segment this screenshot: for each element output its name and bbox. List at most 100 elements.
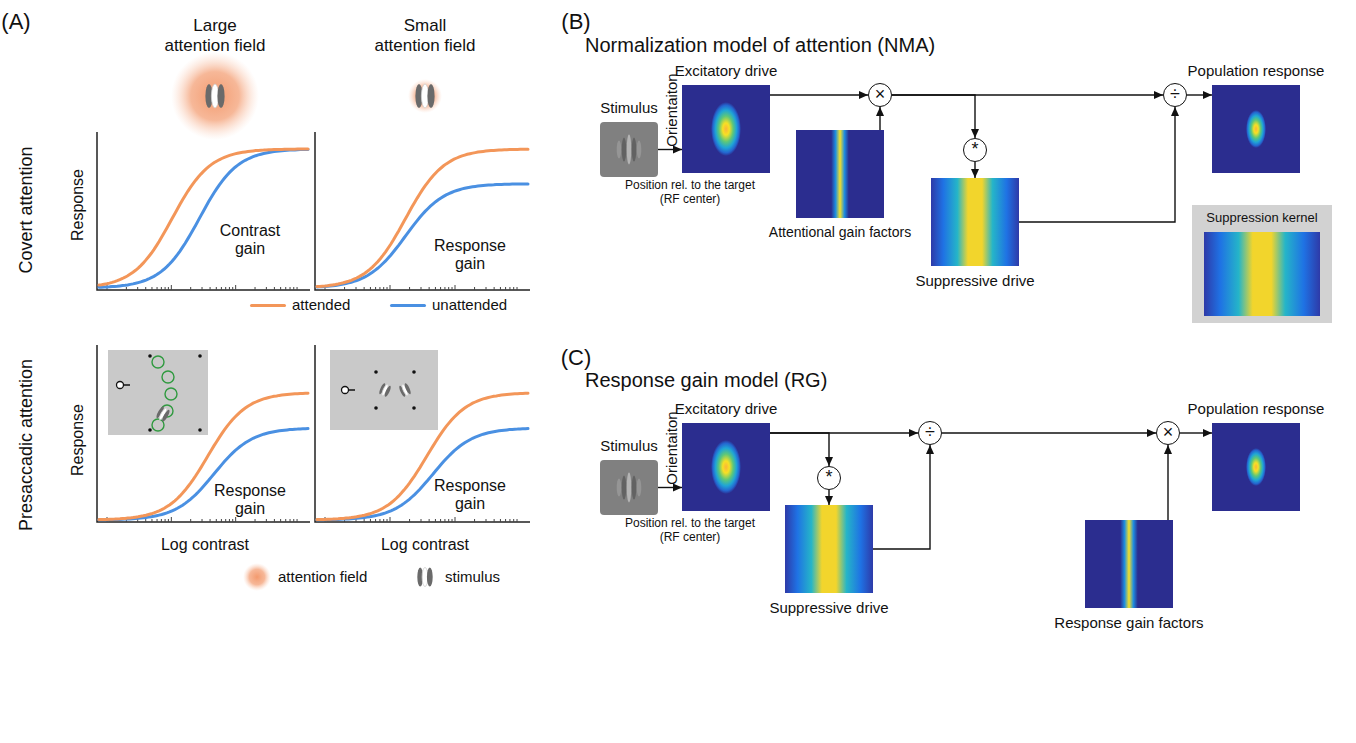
figure-label: Covert attention [16, 146, 37, 273]
axis-tick [285, 287, 286, 290]
axis-tick [293, 519, 294, 522]
axis-tick [387, 519, 388, 522]
inset-screen [330, 350, 438, 430]
axis-tick [157, 287, 158, 290]
panel-letter: (C) [561, 345, 592, 370]
axis-tick [505, 519, 506, 522]
axis-tick [383, 519, 384, 522]
axis-tick [421, 519, 422, 522]
operator-circle: * [817, 466, 841, 490]
axis-tick [266, 287, 267, 290]
grating-icon [155, 406, 171, 423]
axis-tick [137, 287, 138, 290]
node-text: Attentional gain factors [769, 224, 911, 240]
axis-tick [235, 517, 236, 522]
placeholder-dot [374, 406, 378, 410]
connector-arrow [828, 490, 829, 505]
operator-circle: ÷ [918, 421, 942, 445]
grating-icon [398, 383, 412, 398]
response-curve [317, 149, 528, 286]
legend-swatch [410, 562, 440, 592]
axis-tick [297, 287, 298, 290]
figure-label: Presaccadic attention [16, 359, 37, 531]
stimulus-stripe [637, 141, 642, 159]
grating-icon [205, 84, 224, 108]
stimulus-box: Stimulus [600, 122, 658, 177]
node-text: Population response [1188, 62, 1325, 79]
heatmap-blob [711, 440, 741, 494]
axis-tick [210, 519, 211, 522]
figure-label: Response [69, 169, 87, 241]
panel-letter: (B) [561, 9, 590, 34]
axis-tick [409, 287, 410, 290]
axis-tick [151, 519, 152, 522]
node-text: Suppressive drive [769, 599, 888, 616]
axis-tick [293, 287, 294, 290]
axis-tick [452, 519, 453, 522]
axis-tick [229, 287, 230, 290]
axis-tick [202, 519, 203, 522]
operator-circle: × [1156, 421, 1180, 445]
figure-label: Response [69, 404, 87, 476]
plot-axes [97, 132, 310, 290]
stimulus-box: Stimulus [600, 460, 658, 515]
stimulus-stripe [632, 138, 637, 162]
axis-tick [145, 519, 146, 522]
heatmap-box: Response gain factors [1085, 520, 1173, 608]
saccade-target [165, 388, 177, 400]
node-text: Excitatory drive [675, 400, 778, 417]
attention-field-swatch [243, 563, 271, 591]
placeholder-dot [198, 354, 202, 358]
figure-label: Small attention field [371, 16, 479, 55]
figure-label: Log contrast [161, 536, 249, 554]
axis-tick [513, 519, 514, 522]
node-text: × [1157, 422, 1179, 443]
axis-tick [364, 519, 365, 522]
legend-swatch [242, 562, 272, 592]
plot-axes [315, 345, 530, 522]
grating-bar [427, 567, 433, 586]
node-text: × [869, 84, 891, 105]
axis-tick [221, 519, 222, 522]
axis-tick [216, 519, 217, 522]
panel-letter: (A) [1, 9, 30, 34]
stimulus-stripe [627, 135, 632, 165]
heatmap-box: Attentional gain factors [796, 130, 884, 218]
axis-tick [387, 287, 388, 290]
heatmap-blob [711, 102, 741, 156]
heatmap-blob [1246, 448, 1266, 486]
connector-arrow [658, 487, 682, 488]
heatmap-field [931, 178, 1019, 266]
axis-tick [448, 519, 449, 522]
axis-tick [448, 287, 449, 290]
stimulus-stripe [617, 141, 622, 159]
axis-tick [440, 519, 441, 522]
heatmap [785, 505, 873, 593]
axis-tick [356, 287, 357, 290]
heatmap [931, 178, 1019, 266]
axis-tick [429, 287, 430, 290]
operator-circle: ÷ [1163, 83, 1187, 107]
axis-tick [266, 519, 267, 522]
heatmap-field [1204, 232, 1320, 316]
heatmap-field [1085, 520, 1173, 608]
response-curve [99, 149, 308, 285]
axis-tick [225, 287, 226, 290]
stimulus-image [600, 460, 658, 515]
saccade-target [152, 356, 164, 368]
axis-tick [274, 287, 275, 290]
axis-tick [517, 287, 518, 290]
node-text: Suppressive drive [915, 272, 1034, 289]
axis-tick [517, 519, 518, 522]
axis-tick [344, 287, 345, 290]
placeholder-dot [198, 428, 202, 432]
heatmap [1212, 423, 1300, 511]
figure-label: Response gain [430, 477, 510, 514]
axis-tick [440, 287, 441, 290]
heatmap-ground [682, 423, 770, 511]
heatmap-box: Excitatory driveOrientaitonPosition rel.… [682, 85, 770, 173]
stimulus-image [600, 122, 658, 177]
placeholder-dot [412, 370, 416, 374]
stimulus-stripe [617, 479, 622, 497]
